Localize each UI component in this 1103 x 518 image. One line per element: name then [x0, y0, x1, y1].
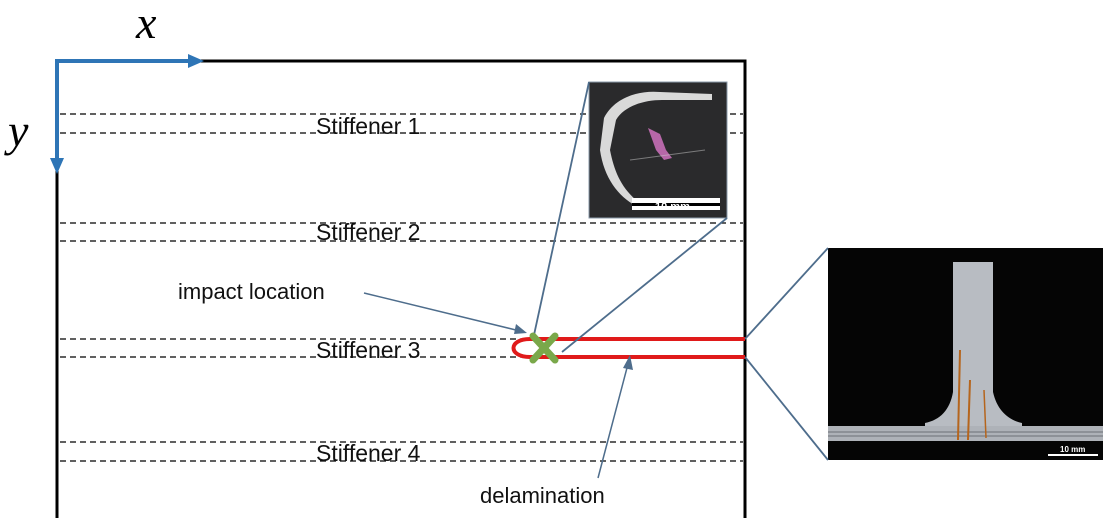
x-axis-label: x [135, 0, 157, 48]
impact-location-label: impact location [178, 279, 325, 304]
delamination-label: delamination [480, 483, 605, 508]
cross-section-callout-lines [744, 247, 829, 461]
top-view-inset: 10 mm [588, 81, 728, 219]
cross-section-inset: 10 mm [828, 248, 1103, 460]
delamination-region [511, 337, 745, 359]
cross-section-scale-label: 10 mm [1060, 445, 1085, 454]
damage-crack [648, 128, 672, 160]
impact-location-pointer [363, 292, 527, 334]
top-view-scale-label: 10 mm [655, 201, 690, 213]
skin-laminate [828, 426, 1103, 441]
y-axis-label: y [4, 105, 29, 156]
x-axis-arrowhead-icon [188, 54, 204, 68]
coordinate-axes: x y [4, 0, 204, 174]
delamination-pointer [597, 355, 633, 479]
y-axis-arrowhead-icon [50, 158, 64, 174]
stiffener-3-label: Stiffener 3 [316, 337, 420, 363]
panel-outline [55, 59, 747, 518]
cross-section-scale-bar [1046, 446, 1098, 456]
stiffener-2-label: Stiffener 2 [316, 219, 420, 245]
stiffener-web [925, 262, 1022, 428]
stiffener-lines [60, 113, 743, 462]
stiffener-1-label: Stiffener 1 [316, 113, 420, 139]
top-view-callout-lines [533, 81, 728, 353]
impact-marker-icon [529, 332, 559, 364]
stiffener-4-label: Stiffener 4 [316, 440, 421, 466]
